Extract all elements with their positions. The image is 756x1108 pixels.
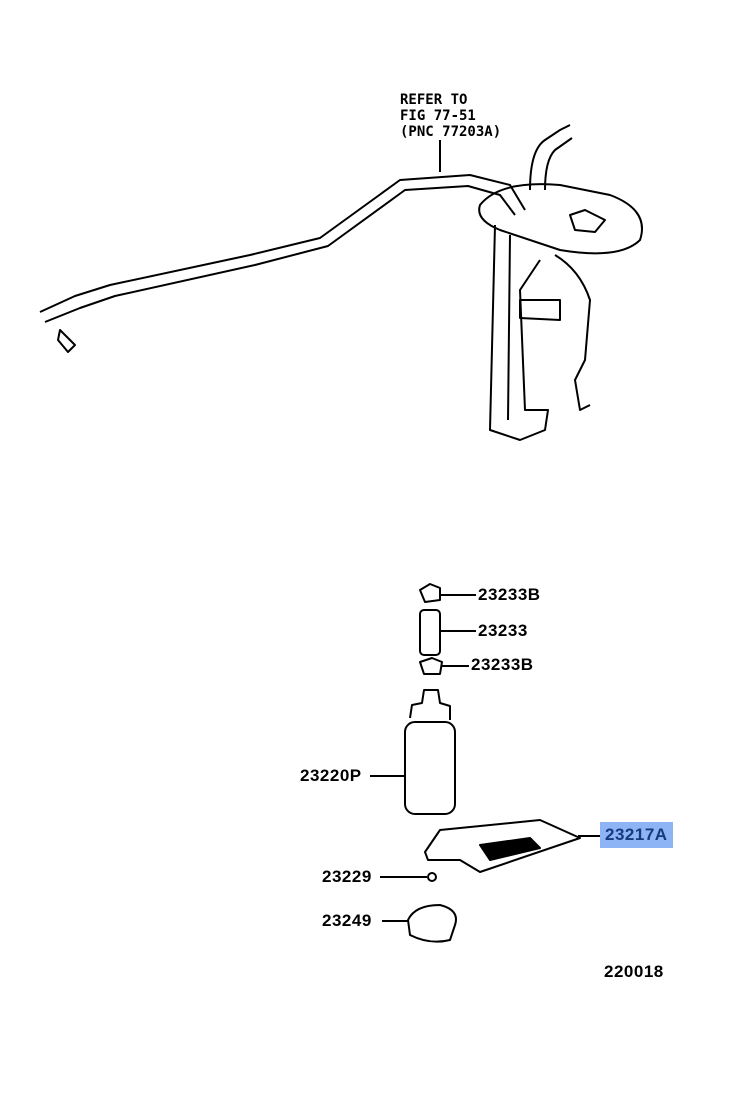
cushion (382, 904, 457, 943)
part-label-23217A-highlighted[interactable]: 23217A (600, 822, 673, 848)
clip (380, 872, 437, 882)
part-label-23233B-lower[interactable]: 23233B (471, 655, 534, 674)
reference-line-1: REFER TO (400, 92, 468, 108)
fuel-hose (419, 609, 476, 656)
fuel-pump (370, 689, 456, 815)
part-label-23220P[interactable]: 23220P (300, 766, 362, 785)
fuel-pump-bracket (478, 124, 643, 441)
hose-clamp-bottom (419, 657, 469, 675)
part-label-23233[interactable]: 23233 (478, 621, 528, 640)
fuel-line-tube (39, 174, 526, 353)
reference-line-2: FIG 77-51 (400, 108, 476, 124)
hose-clamp-top (419, 583, 476, 603)
reference-line-3: (PNC 77203A) (400, 124, 502, 140)
part-label-23249[interactable]: 23249 (322, 911, 372, 930)
part-label-23233B[interactable]: 23233B (478, 585, 541, 604)
illustration-id: 220018 (604, 962, 664, 981)
part-label-23229[interactable]: 23229 (322, 867, 372, 886)
fuel-suction-filter (424, 819, 600, 873)
